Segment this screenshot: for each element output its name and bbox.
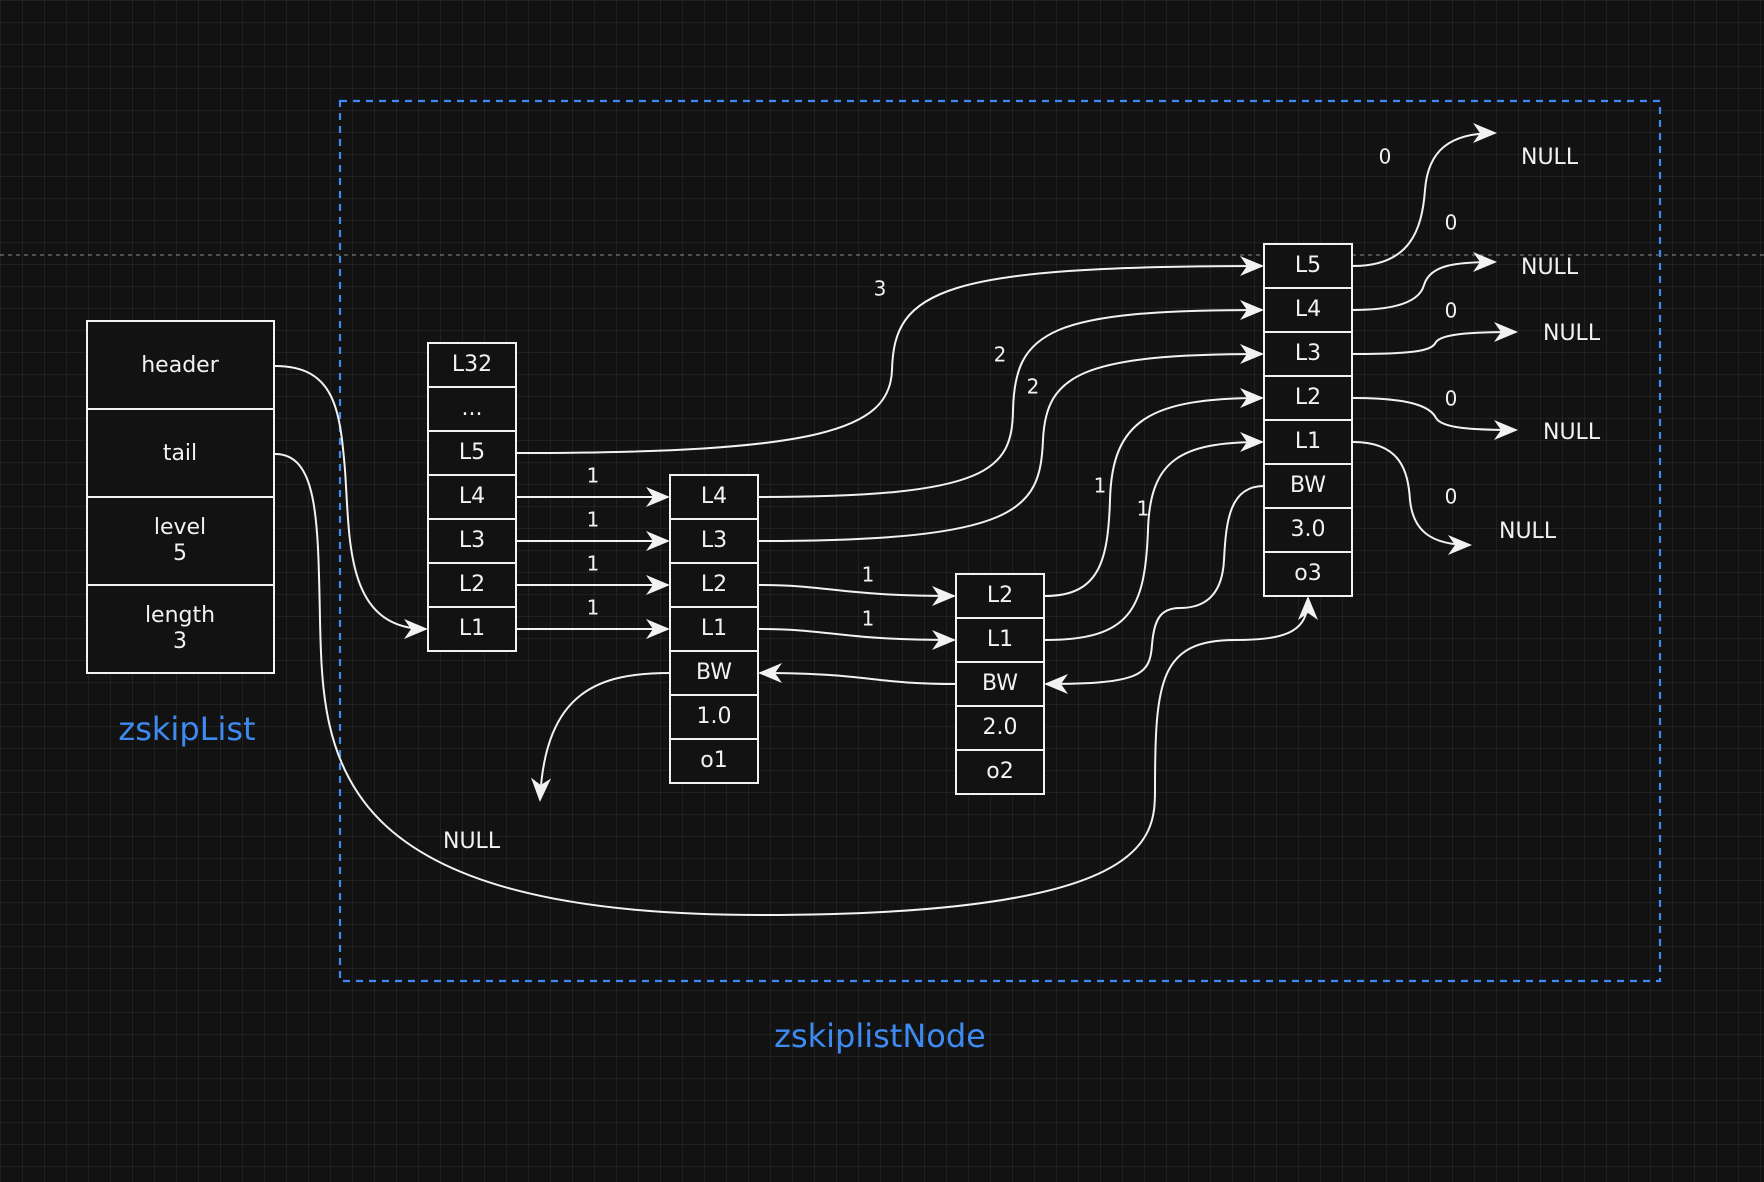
zskiplist-header-field: header bbox=[141, 353, 219, 378]
span-label: 3 bbox=[874, 277, 887, 301]
node-2-backward-arrow bbox=[758, 663, 957, 685]
node-3-l2-null-arrow bbox=[1352, 397, 1518, 440]
span-label: 1 bbox=[1137, 497, 1150, 521]
node-3-cell: o3 bbox=[1294, 561, 1321, 586]
node-3-cell: L3 bbox=[1295, 341, 1321, 366]
span-label: 2 bbox=[1027, 375, 1040, 399]
null-label: NULL bbox=[1521, 145, 1579, 170]
header-node-level: L3 bbox=[459, 528, 485, 553]
node-1-cell: BW bbox=[696, 660, 732, 685]
node-2-cell: L2 bbox=[987, 583, 1013, 608]
node-1-cell: 1.0 bbox=[697, 704, 732, 729]
node-2: L2 L1 BW 2.0 o2 bbox=[955, 573, 1045, 795]
node-3-l4-null-arrow bbox=[1352, 252, 1497, 311]
node-3-cell: 3.0 bbox=[1291, 517, 1326, 542]
span-label: 1 bbox=[587, 464, 600, 488]
header-node: L32 ... L5 L4 L3 L2 L1 bbox=[427, 342, 517, 652]
node-1-cell: o1 bbox=[700, 748, 727, 773]
header-node-level: L5 bbox=[459, 440, 485, 465]
span-label: 1 bbox=[862, 607, 875, 631]
span-label: 0 bbox=[1445, 211, 1458, 235]
node-2-cell: L1 bbox=[987, 627, 1013, 652]
node-3-cell: L5 bbox=[1295, 253, 1321, 278]
node-1-cell: L1 bbox=[701, 616, 727, 641]
node-2-cell: o2 bbox=[986, 759, 1013, 784]
node-1-l4-forward-arrow bbox=[758, 300, 1264, 498]
node-3-cell: L4 bbox=[1295, 297, 1321, 322]
tail-pointer-arrow bbox=[274, 453, 1318, 917]
zskiplistnode-title: zskiplistNode bbox=[774, 1017, 986, 1055]
node-1-l1-forward-arrow bbox=[758, 628, 956, 650]
span-label: 0 bbox=[1445, 299, 1458, 323]
header-node-level: L4 bbox=[459, 484, 485, 509]
node-3-cell: L1 bbox=[1295, 429, 1321, 454]
span-label: 1 bbox=[587, 596, 600, 620]
node-2-cell: 2.0 bbox=[983, 715, 1018, 740]
span-label: 1 bbox=[1094, 474, 1107, 498]
node-1-backward-null-arrow bbox=[531, 672, 671, 802]
header-node-level: L32 bbox=[452, 352, 492, 377]
header-node-level: L2 bbox=[459, 572, 485, 597]
zskiplist-title: zskipList bbox=[118, 710, 255, 748]
node-2-l1-forward-arrow bbox=[1044, 432, 1264, 641]
span-label: 0 bbox=[1379, 145, 1392, 169]
span-label: 0 bbox=[1445, 387, 1458, 411]
header-l5-forward-arrow bbox=[516, 256, 1264, 454]
header-pointer-arrow bbox=[274, 365, 428, 639]
node-3-l5-null-arrow bbox=[1352, 123, 1497, 267]
null-label: NULL bbox=[1499, 519, 1557, 544]
node-3-l3-null-arrow bbox=[1352, 322, 1518, 355]
span-label: 1 bbox=[587, 508, 600, 532]
node-3-cell: L2 bbox=[1295, 385, 1321, 410]
node-1-l3-forward-arrow bbox=[758, 344, 1264, 542]
header-node-level: L1 bbox=[459, 616, 485, 641]
span-label: 2 bbox=[994, 343, 1007, 367]
node-3: L5 L4 L3 L2 L1 BW 3.0 o3 bbox=[1263, 243, 1353, 597]
null-label: NULL bbox=[1521, 255, 1579, 280]
node-1: L4 L3 L2 L1 BW 1.0 o1 bbox=[669, 474, 759, 784]
null-label: NULL bbox=[443, 829, 501, 854]
node-1-cell: L2 bbox=[701, 572, 727, 597]
node-3-backward-arrow bbox=[1044, 485, 1265, 694]
node-2-l2-forward-arrow bbox=[1044, 388, 1264, 597]
node-1-cell: L3 bbox=[701, 528, 727, 553]
node-1-cell: L4 bbox=[701, 484, 727, 509]
node-3-cell: BW bbox=[1290, 473, 1326, 498]
node-1-l2-forward-arrow bbox=[758, 584, 956, 606]
span-label: 0 bbox=[1445, 485, 1458, 509]
header-node-level: ... bbox=[462, 396, 483, 421]
node-3-l1-null-arrow bbox=[1352, 441, 1472, 555]
node-2-cell: BW bbox=[982, 671, 1018, 696]
null-label: NULL bbox=[1543, 321, 1601, 346]
span-label: 1 bbox=[587, 552, 600, 576]
null-label: NULL bbox=[1543, 420, 1601, 445]
zskiplist-tail-field: tail bbox=[163, 441, 197, 466]
zskiplistnode-frame bbox=[338, 99, 1662, 983]
span-label: 1 bbox=[862, 563, 875, 587]
